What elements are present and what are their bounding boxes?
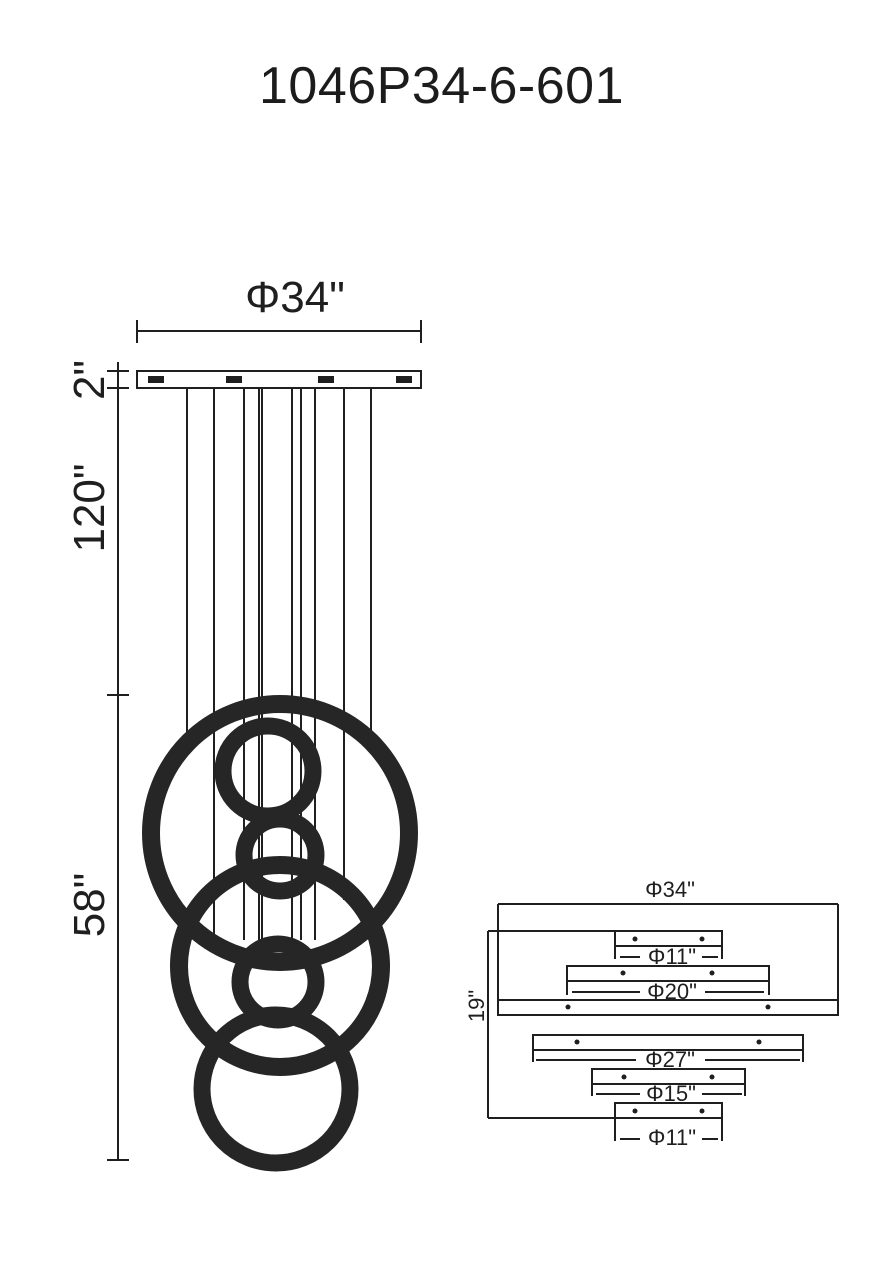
model-number-title: 1046P34-6-601 — [258, 57, 624, 115]
ring-large — [142, 695, 418, 971]
canopy — [136, 370, 422, 389]
tier-label: Φ20" — [647, 979, 697, 1004]
ring-medium — [170, 856, 390, 1076]
tier-label: Φ11" — [648, 1125, 696, 1150]
rings — [142, 695, 418, 1172]
side-width-label: Φ34" — [645, 877, 695, 902]
ring-xsmall-upper — [235, 810, 325, 900]
cable-length-label: 120" — [65, 463, 114, 552]
mounting-dots — [565, 936, 771, 1114]
tier-label: Φ15" — [646, 1081, 696, 1106]
tier-label: Φ27" — [645, 1047, 695, 1072]
ring-small-upper — [214, 717, 322, 825]
height-dimension-line — [107, 362, 129, 1161]
side-height-label: 19" — [464, 990, 489, 1022]
side-view — [487, 903, 839, 1141]
ring-medium-lower — [193, 1006, 359, 1172]
width-dimension-line — [136, 320, 422, 343]
fixture-height-label: 58" — [65, 873, 114, 938]
front-width-label: Φ34" — [245, 273, 345, 322]
canopy-height-label: 2" — [65, 360, 114, 400]
tier-label: Φ11" — [648, 944, 696, 969]
